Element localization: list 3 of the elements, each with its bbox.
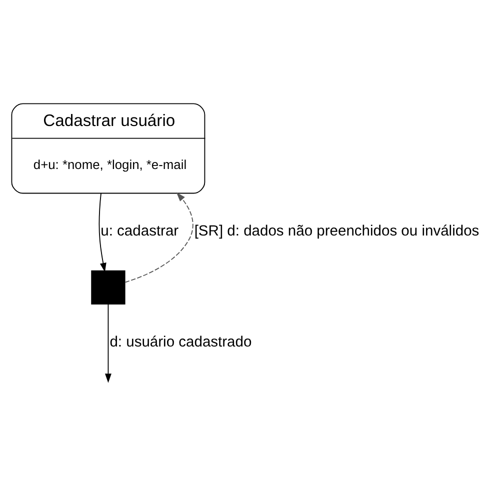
edge-label: [SR] d: dados não preenchidos ou inválidos	[194, 224, 480, 240]
edge-label: d: usuário cadastrado	[110, 334, 252, 350]
edge-label: u: cadastrar	[100, 224, 179, 240]
